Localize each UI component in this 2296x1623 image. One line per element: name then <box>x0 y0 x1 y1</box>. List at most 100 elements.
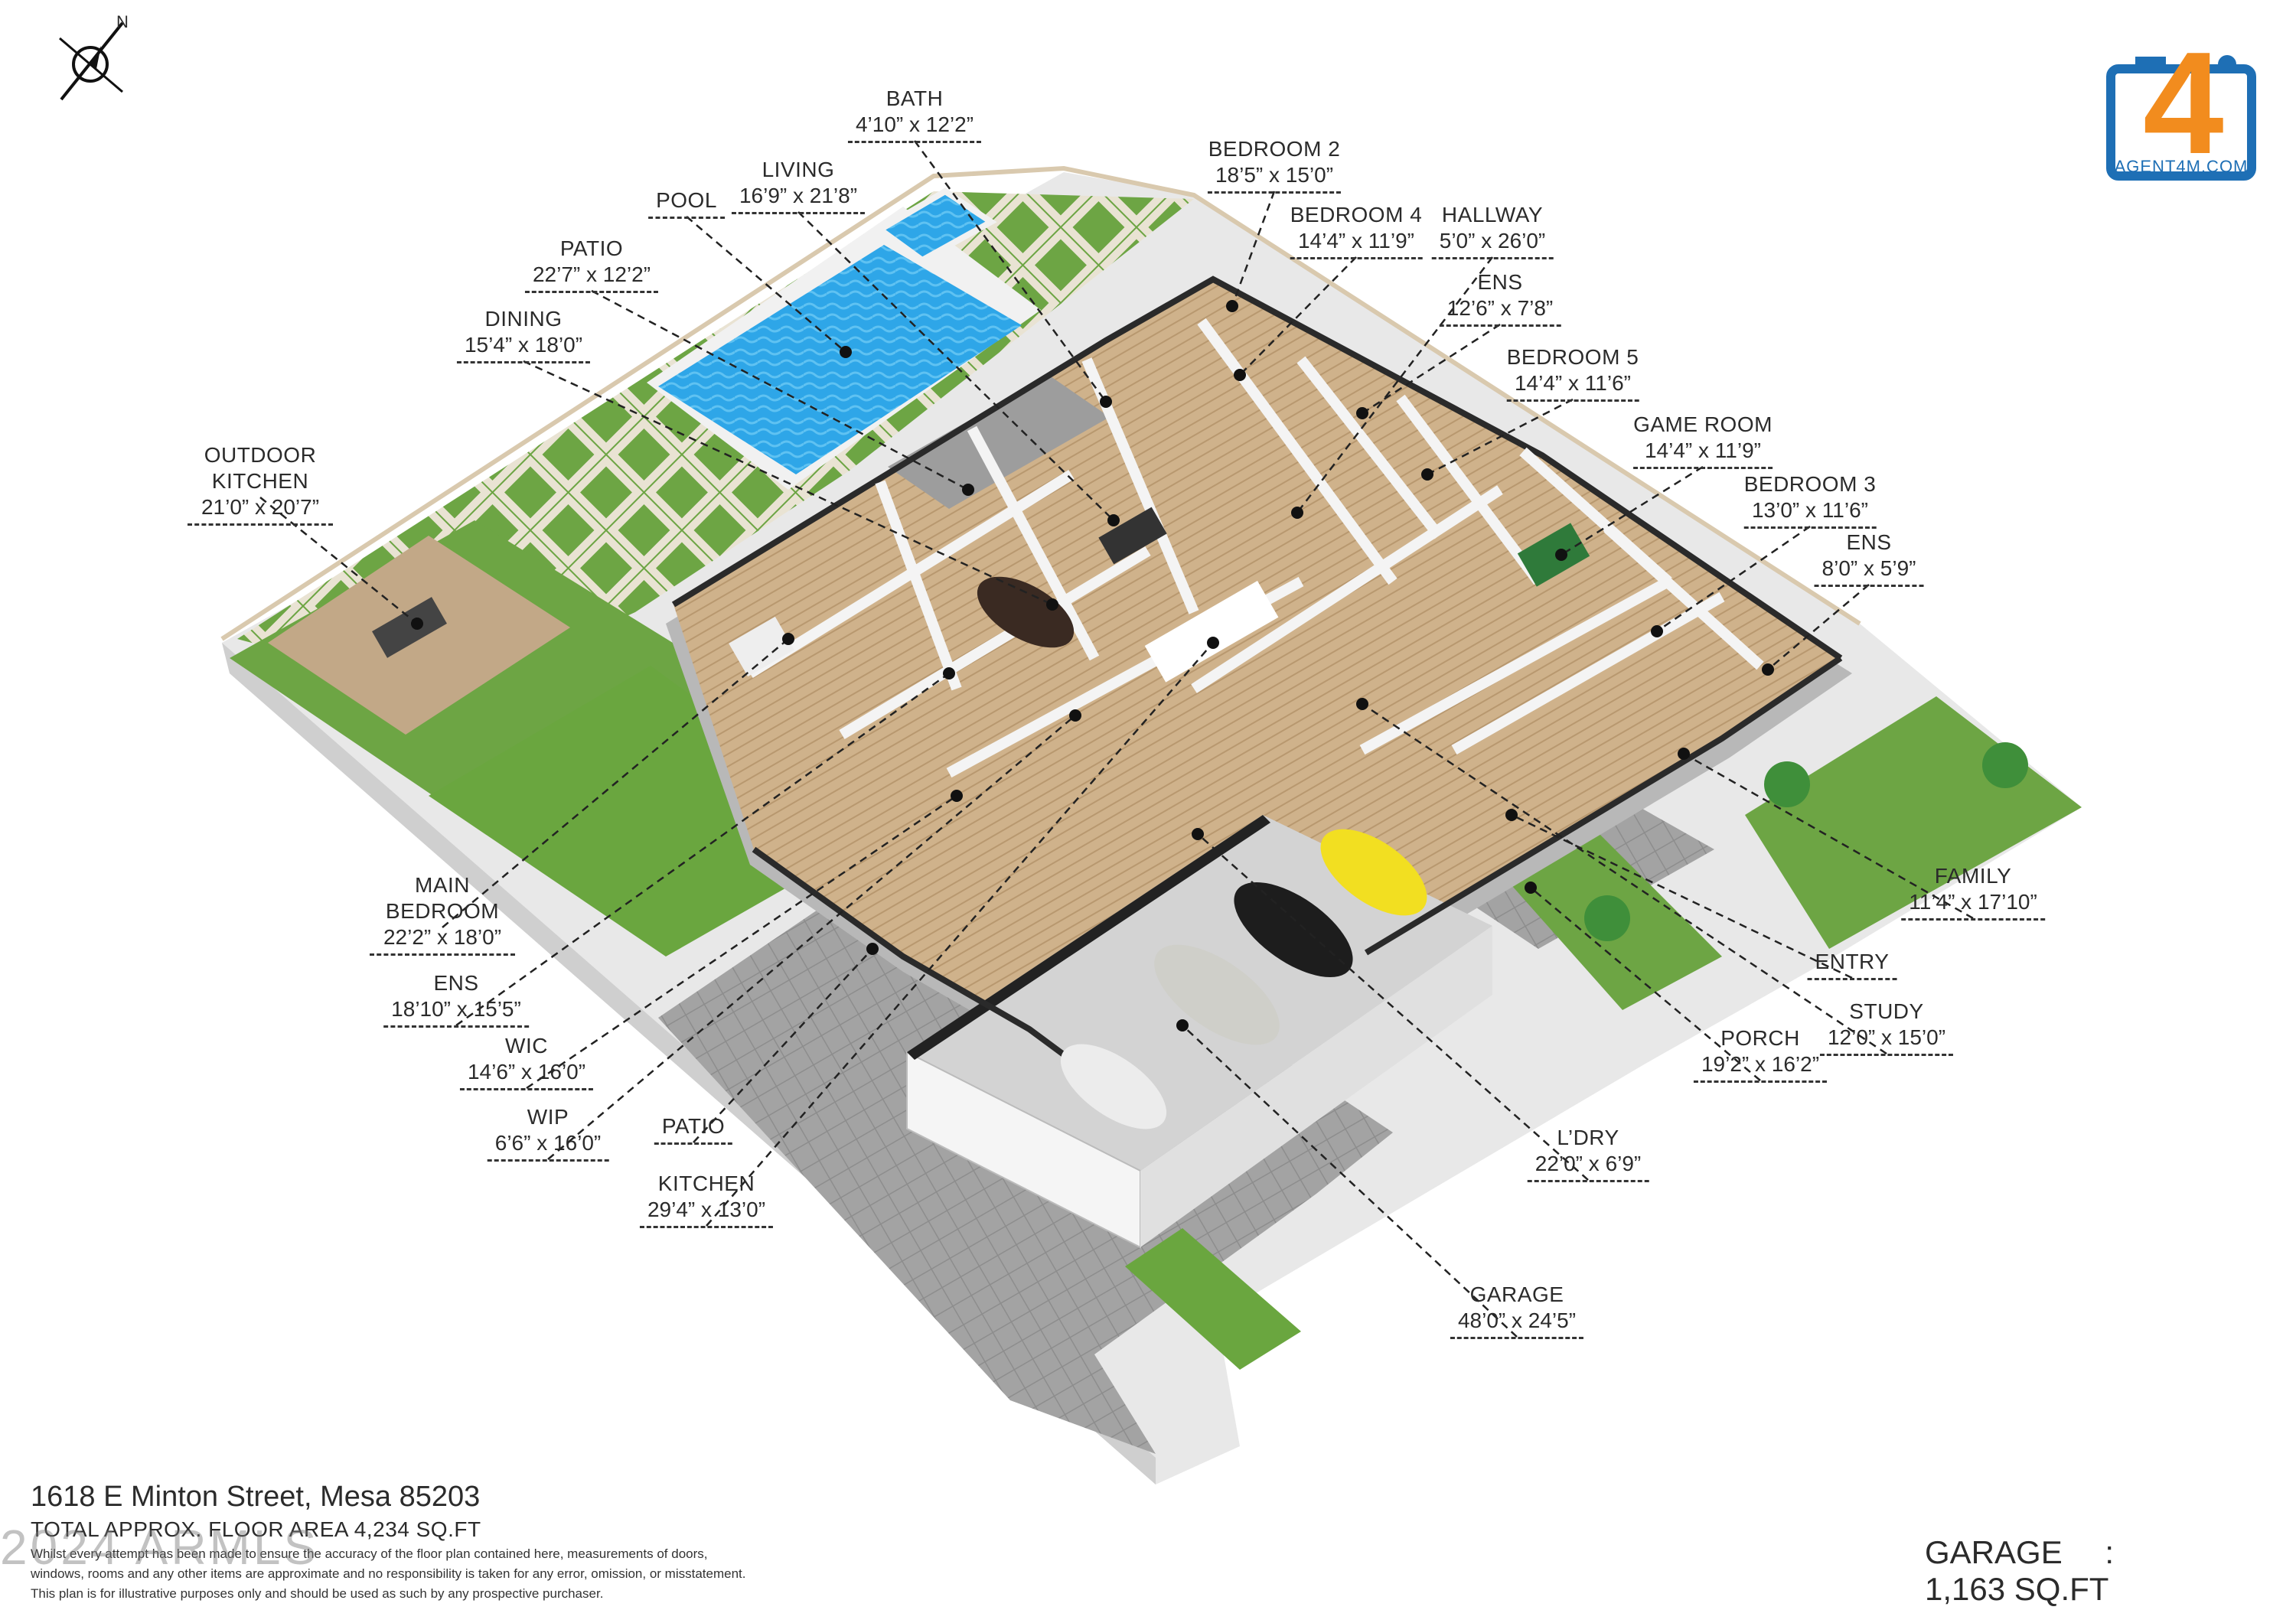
room-dimensions: 22’2” x 18’0” <box>370 924 515 956</box>
leader-line-ens-1 <box>1362 323 1501 415</box>
leader-dot-entry <box>1505 809 1518 821</box>
logo-text: AGENT4M.COM <box>2114 157 2249 176</box>
room-dimensions: 21’0” x 20’7” <box>188 494 333 526</box>
room-label-pool: POOL <box>648 187 725 219</box>
room-name: STUDY <box>1849 999 1924 1023</box>
room-name: ENS <box>1477 270 1523 294</box>
house-wall-edge <box>671 275 1843 661</box>
leader-dot-kitchen <box>1207 637 1219 649</box>
disclaimer-line: windows, rooms and any other items are a… <box>31 1566 746 1581</box>
room-name: ENTRY <box>1807 949 1897 980</box>
room-dimensions: 11’4” x 17’10” <box>1901 889 2045 921</box>
leader-lines <box>259 140 1974 1338</box>
leader-line-ens-main <box>455 672 950 1027</box>
leader-line-hallway <box>1296 256 1493 513</box>
room-name: HALLWAY <box>1441 203 1544 227</box>
room-name: GAME ROOM <box>1633 412 1773 436</box>
leader-line-game-room <box>1561 465 1704 556</box>
room-name: POOL <box>648 187 725 219</box>
leader-line-kitchen <box>706 642 1214 1227</box>
car-silver <box>1154 944 1280 1045</box>
garage-area-separator: : <box>2105 1534 2115 1570</box>
leader-dot-patio-front <box>866 943 879 955</box>
leader-line-garage <box>1182 1025 1518 1338</box>
leader-dot-study <box>1356 698 1368 710</box>
house-wall-edge-right <box>1364 655 1843 956</box>
leader-line-bath <box>913 140 1107 402</box>
front-lawn-2 <box>1125 1228 1301 1370</box>
leader-line-wic <box>526 794 957 1090</box>
leader-dot-wic <box>951 790 963 802</box>
leader-dot-bedroom-2 <box>1226 300 1238 312</box>
room-name: GARAGE <box>1469 1282 1564 1306</box>
leader-dot-dining <box>1046 598 1058 611</box>
leader-line-bedroom-2 <box>1231 191 1276 307</box>
leader-line-patio-rear <box>591 289 969 491</box>
room-label-entry: ENTRY <box>1807 949 1897 980</box>
room-name: PATIO <box>654 1113 733 1145</box>
leader-dot-main-bedroom <box>782 633 794 645</box>
room-name: PATIO <box>559 236 624 260</box>
leader-dot-garage <box>1176 1019 1189 1031</box>
room-name: BEDROOM 2 <box>1208 137 1341 161</box>
car-black <box>1234 882 1353 978</box>
rear-fence <box>220 165 1861 641</box>
leader-dot-ens-2 <box>1762 663 1774 676</box>
west-lawn <box>429 666 880 957</box>
disclaimer-line: This plan is for illustrative purposes o… <box>31 1586 604 1601</box>
garage-top-edge <box>907 815 1270 1060</box>
room-name: MAIN BEDROOM <box>385 873 500 923</box>
leader-line-patio-front <box>693 948 873 1143</box>
total-floor-area: TOTAL APPROX. FLOOR AREA 4,234 SQ.FT <box>31 1517 481 1541</box>
room-dimensions: 48’0” x 24’5” <box>1450 1308 1584 1339</box>
room-dimensions: 16’9” x 21’8” <box>731 183 866 214</box>
leader-line-bedroom-4 <box>1239 256 1357 376</box>
room-dimensions: 5’0” x 26’0” <box>1431 228 1554 259</box>
room-name: ENS <box>433 971 479 995</box>
leader-line-wip <box>547 715 1076 1160</box>
room-name: BEDROOM 5 <box>1506 345 1639 369</box>
leader-line-bedroom-3 <box>1656 525 1811 633</box>
room-dimensions: 14’4” x 11’6” <box>1506 370 1639 402</box>
room-name: PORCH <box>1720 1026 1800 1050</box>
compass-icon <box>59 21 124 101</box>
garage-area-value: 1,163 SQ.FT <box>1925 1571 2109 1607</box>
camera-logo-icon <box>2106 55 2256 181</box>
room-dimensions: 18’10” x 15’5” <box>383 996 529 1028</box>
car-yellow <box>1320 829 1427 916</box>
room-dimensions: 14’4” x 11’9” <box>1290 228 1423 259</box>
leader-dot-wip <box>1069 709 1081 722</box>
leader-line-pool <box>686 216 846 353</box>
leader-dot-bedroom-5 <box>1421 468 1433 481</box>
leader-dot-laundry <box>1192 828 1204 840</box>
room-name: FAMILY <box>1934 864 2012 888</box>
room-dimensions: 18’5” x 15’0” <box>1207 162 1342 194</box>
leader-dot-hallway <box>1291 507 1303 519</box>
room-dimensions: 14’6” x 16’0” <box>459 1059 594 1090</box>
room-dimensions: 29’4” x 13’0” <box>639 1197 774 1228</box>
room-name: BATH <box>885 86 944 110</box>
furniture <box>372 507 1590 683</box>
disclaimer-line: Whilst every attempt has been made to en… <box>31 1546 708 1561</box>
room-name: BEDROOM 4 <box>1290 203 1423 227</box>
room-name: LIVING <box>762 158 835 181</box>
room-name: L’DRY <box>1557 1126 1619 1149</box>
room-dimensions: 14’4” x 11’9” <box>1633 438 1773 469</box>
room-dimensions: 4’10” x 12’2” <box>847 112 982 143</box>
compass-north-label: N <box>116 12 129 31</box>
property-address: 1618 E Minton Street, Mesa 85203 <box>31 1481 481 1513</box>
leader-dot-bedroom-4 <box>1234 369 1246 381</box>
leader-line-bedroom-5 <box>1427 398 1574 476</box>
